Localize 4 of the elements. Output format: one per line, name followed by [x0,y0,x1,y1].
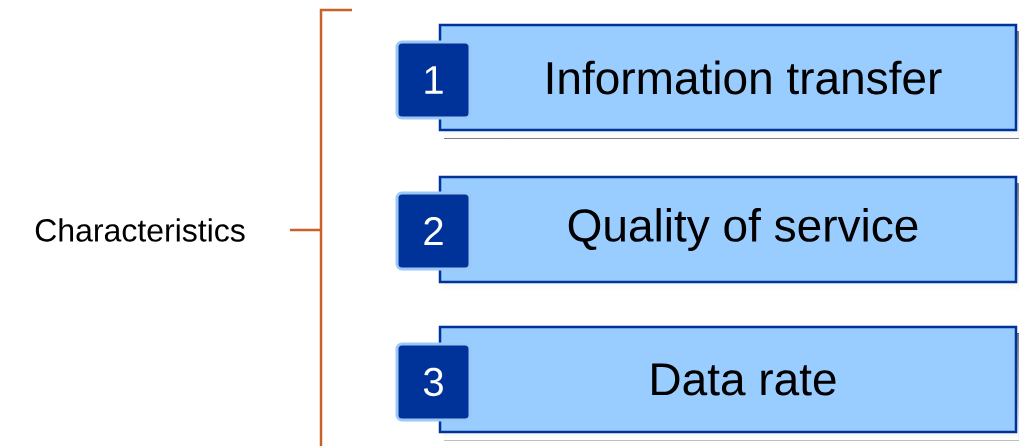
bracket-label: Characteristics [35,218,245,242]
number-badge: 2 [395,191,472,271]
number-badge: 3 [395,342,472,422]
number-badge: 1 [395,40,472,120]
